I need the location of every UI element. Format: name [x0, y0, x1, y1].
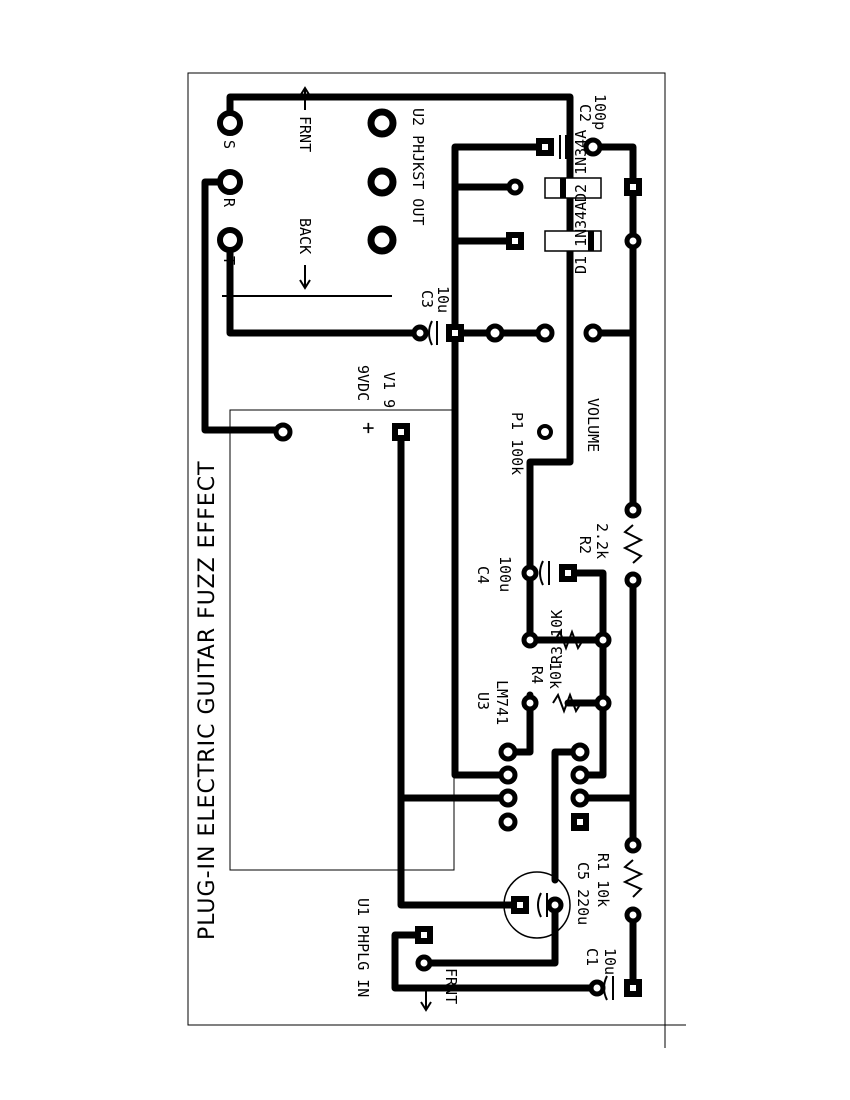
label-u3-val: LM741: [493, 680, 511, 725]
label-frnt-top: FRNT: [296, 116, 314, 152]
p1-pad-2: [535, 323, 555, 343]
u3-pin-7: [498, 765, 518, 785]
label-c3-ref: C3: [418, 290, 436, 308]
u3-pin-8: [498, 742, 518, 762]
u3-pin-6: [498, 788, 518, 808]
label-r3: R3 10K: [548, 610, 566, 664]
r3-pad-left: [521, 631, 539, 649]
u2-pad-2: [367, 167, 397, 197]
d1-body: [544, 230, 602, 252]
d1-band: [588, 231, 594, 251]
label-c4-ref: C4: [474, 566, 492, 584]
jack-s-pad: [217, 110, 243, 136]
label-c4-val: 100u: [496, 556, 514, 592]
trace-c4-r3: [564, 569, 607, 779]
u3-pin-5: [498, 812, 518, 832]
label-u3-ref: U3: [474, 692, 492, 710]
trace-c5-u1: [420, 901, 559, 967]
label-c2-ref: C2: [576, 104, 594, 122]
u3-pin-3: [570, 788, 590, 808]
pads: [217, 108, 642, 997]
r2-zigzag: [622, 524, 644, 564]
r1-pad-bottom: [624, 906, 642, 924]
r1-pad-top: [624, 836, 642, 854]
c3-pad: [411, 324, 429, 342]
label-r4-ref: R4: [528, 666, 546, 684]
label-r1: R1 10k: [594, 853, 612, 907]
board-title: PLUG-IN ELECTRIC GUITAR FUZZ EFFECT: [195, 460, 220, 940]
label-c1-ref: C1: [583, 948, 601, 966]
label-r2-ref: R2: [576, 536, 594, 554]
label-d2: D2 1N34A: [572, 130, 590, 202]
p1-pad-1: [485, 323, 505, 343]
d2-body: [544, 177, 602, 199]
component-symbols: [299, 86, 644, 1012]
label-vdc: 9VDC: [354, 365, 372, 401]
p1-wiper-pad: [537, 424, 553, 440]
c5-body: [503, 871, 571, 939]
trace-c2-to-u3: [451, 143, 549, 779]
label-u1: U1 PHPLG IN: [354, 898, 372, 997]
u2-pad-1: [367, 108, 397, 138]
r2-pad-top: [624, 501, 642, 519]
trace-right-upper: [589, 143, 637, 514]
label-d1: D1 1N34A: [572, 202, 590, 274]
trace-t-to-c3: [226, 236, 424, 337]
label-c2-val: 100p: [591, 94, 609, 130]
u3-pin-2: [570, 765, 590, 785]
label-jack-t: T: [220, 256, 238, 265]
jack-r-pad: [217, 169, 243, 195]
c2-pad: [583, 137, 603, 157]
r4-pad-right: [594, 694, 612, 712]
label-jack-r: R: [220, 198, 238, 208]
p1-pad-3: [583, 323, 603, 343]
label-p1: P1 100k: [508, 412, 526, 475]
r3-pad-right: [594, 631, 612, 649]
c1-curve: [603, 975, 608, 1001]
d2-band: [560, 178, 566, 198]
labels: S R T FRNT BACK U2 PHJKST OUT C2 100p D2…: [195, 94, 619, 1004]
u3-pin-1: [570, 742, 590, 762]
u1-pad: [415, 954, 433, 972]
label-r4-val: 10k: [546, 662, 564, 689]
u2-pad-3: [367, 225, 397, 255]
r3-zigzag: [554, 629, 584, 651]
label-r2-val: 2.2k: [593, 523, 611, 559]
copper-traces: [201, 93, 637, 994]
board-outline: [187, 72, 666, 1026]
trace-s-to-p1: [226, 93, 574, 644]
c1-pad: [588, 979, 606, 997]
label-c5: C5 220u: [574, 862, 592, 925]
d2-pad-left: [506, 178, 524, 196]
r1-zigzag: [622, 859, 644, 898]
c4-curve: [539, 560, 544, 586]
label-frnt-bottom: FRNT: [442, 968, 460, 1004]
trace-u1-c1: [391, 931, 601, 992]
r2-pad-bottom: [624, 571, 642, 589]
c3-curve: [428, 320, 433, 346]
c5-pad: [546, 896, 564, 914]
d1-pad-right: [624, 232, 642, 250]
c5-curve: [537, 892, 542, 918]
label-volume: VOLUME: [584, 398, 602, 452]
r4-zigzag: [552, 692, 582, 714]
battery-minus-pad: [273, 422, 293, 442]
label-c3-val: 10u: [434, 286, 452, 313]
label-c1-val: 10u: [601, 948, 619, 975]
r4-pad-left: [521, 694, 539, 712]
label-u2: U2 PHJKST OUT: [409, 108, 427, 225]
c4-pad: [521, 564, 539, 582]
label-jack-s: S: [220, 140, 238, 149]
label-plus: +: [357, 422, 381, 434]
jack-t-pad: [217, 227, 243, 253]
label-back: BACK: [296, 218, 314, 254]
label-v19: V1 9: [380, 372, 398, 408]
trace-battery-plus: [397, 428, 524, 909]
trace-r-to-battery: [201, 178, 287, 434]
